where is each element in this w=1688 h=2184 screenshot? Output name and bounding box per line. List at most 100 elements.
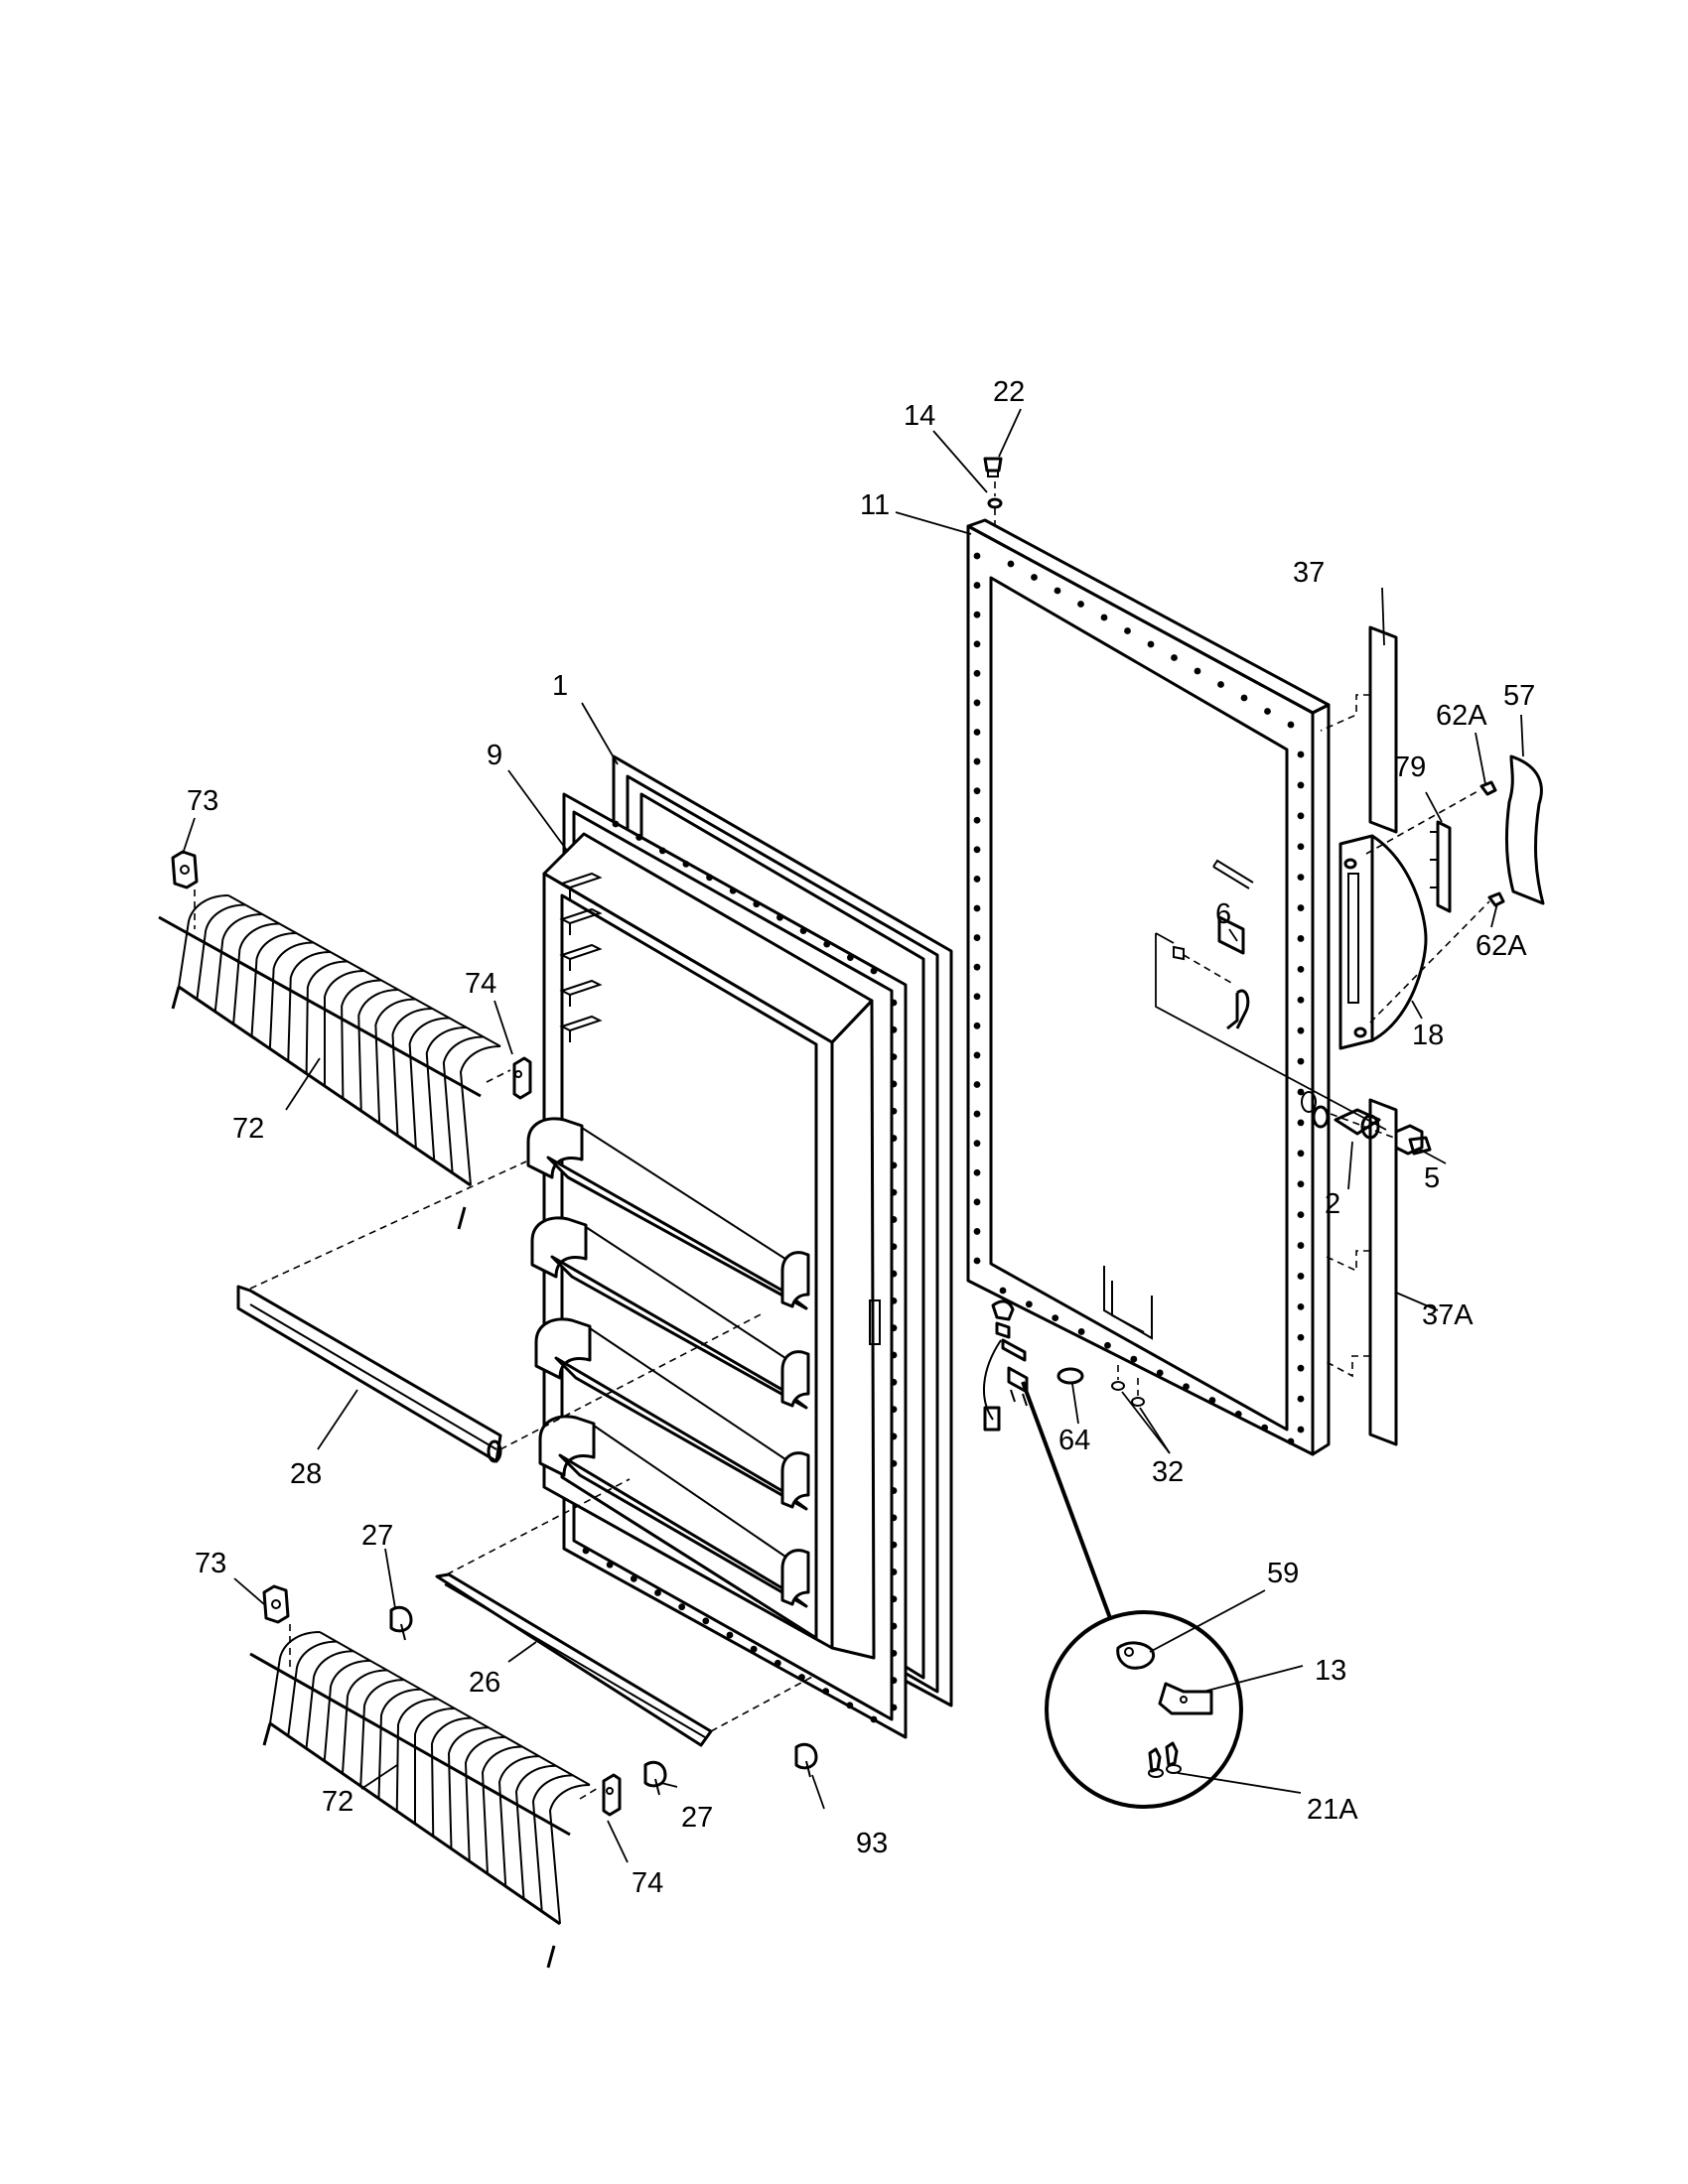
screw-hole bbox=[973, 934, 981, 941]
screw-hole bbox=[973, 611, 981, 618]
basket-wire bbox=[481, 1745, 523, 1874]
screw-hole bbox=[706, 874, 713, 882]
callout-32: 32 bbox=[1152, 1456, 1184, 1488]
screw-hole bbox=[1297, 843, 1305, 851]
door-shelves bbox=[526, 1117, 810, 1608]
screw-hole bbox=[1217, 681, 1224, 688]
screw-hole bbox=[973, 729, 981, 736]
screw-hole bbox=[973, 1081, 981, 1088]
screw-hole bbox=[890, 1541, 898, 1549]
screw-hole bbox=[1297, 996, 1305, 1004]
callout-37a: 37A bbox=[1422, 1299, 1474, 1331]
screw-hole bbox=[1297, 965, 1305, 973]
callout-26: 26 bbox=[469, 1667, 500, 1699]
door-shelf bbox=[526, 1117, 810, 1310]
callout-74-lower: 74 bbox=[632, 1867, 663, 1899]
screw-hole bbox=[973, 1051, 981, 1059]
basket-wire bbox=[341, 979, 382, 1099]
basket-wire bbox=[268, 941, 314, 1049]
screw-hole bbox=[1261, 1424, 1269, 1432]
screw-hole bbox=[678, 1603, 686, 1611]
basket-wire bbox=[377, 1688, 422, 1799]
screw-hole bbox=[973, 1022, 981, 1029]
screw-hole bbox=[846, 1702, 854, 1709]
screw-hole bbox=[1297, 1333, 1305, 1341]
callout-9: 9 bbox=[487, 740, 502, 771]
callout-2: 2 bbox=[1325, 1188, 1340, 1220]
lower-basket-assembly bbox=[249, 1584, 622, 1969]
screw-hole bbox=[1130, 1355, 1138, 1363]
screw-hole bbox=[1297, 1302, 1305, 1310]
screw-hole bbox=[822, 1688, 830, 1696]
screw-hole bbox=[1052, 1314, 1059, 1322]
rib-clip bbox=[559, 943, 603, 971]
screw-hole bbox=[1297, 812, 1305, 820]
screw-hole bbox=[1208, 1397, 1216, 1404]
callout-72-lower: 72 bbox=[322, 1786, 353, 1818]
screw-hole bbox=[1234, 1410, 1242, 1418]
screw-hole bbox=[1297, 1180, 1305, 1188]
basket-wire bbox=[178, 894, 229, 988]
callout-1: 1 bbox=[552, 670, 568, 702]
screw-hole bbox=[1194, 667, 1201, 675]
screw-hole bbox=[1297, 1273, 1305, 1280]
screw-hole bbox=[753, 900, 761, 908]
handle-trim-strips bbox=[1320, 625, 1545, 1446]
screw-hole bbox=[658, 847, 666, 855]
basket-wire bbox=[548, 1784, 591, 1925]
screw-hole bbox=[1297, 1026, 1305, 1034]
basket-wire bbox=[374, 998, 416, 1124]
callout-59: 59 bbox=[1267, 1558, 1299, 1589]
callout-leaders bbox=[182, 408, 1524, 1863]
screw-hole bbox=[1297, 935, 1305, 942]
outer-panel-screw-holes bbox=[973, 552, 1305, 1445]
basket-wire bbox=[425, 1026, 467, 1161]
basket-wire bbox=[408, 1017, 450, 1149]
callout-21a: 21A bbox=[1307, 1794, 1358, 1826]
screw-hole bbox=[1007, 560, 1015, 568]
screw-hole bbox=[973, 1257, 981, 1265]
callout-18: 18 bbox=[1412, 1020, 1444, 1051]
screw-hole bbox=[1297, 1088, 1305, 1096]
screw-hole bbox=[1077, 1328, 1085, 1335]
basket-wire bbox=[250, 932, 297, 1037]
screw-hole bbox=[1297, 1057, 1305, 1065]
rib-clip bbox=[559, 872, 603, 899]
callout-62a-bottom: 62A bbox=[1476, 930, 1527, 962]
top-hinge-pin-assembly bbox=[983, 457, 1003, 524]
screw-hole bbox=[890, 1270, 898, 1278]
liner-screw-holes bbox=[582, 820, 898, 1723]
screw-hole bbox=[1240, 694, 1248, 702]
screw-hole bbox=[973, 757, 981, 765]
screw-hole bbox=[890, 1677, 898, 1685]
basket-wire bbox=[430, 1716, 473, 1837]
screw-hole bbox=[654, 1589, 661, 1596]
screw-hole bbox=[890, 1459, 898, 1467]
basket-wire bbox=[497, 1755, 540, 1887]
screw-hole bbox=[1025, 1300, 1033, 1308]
screw-hole bbox=[890, 1595, 898, 1603]
lower-wire-basket bbox=[249, 1631, 591, 1969]
basket-wire bbox=[414, 1707, 456, 1824]
callout-57: 57 bbox=[1503, 680, 1535, 712]
basket-wire bbox=[442, 1035, 484, 1173]
screw-hole bbox=[1104, 1341, 1111, 1349]
screw-hole bbox=[973, 669, 981, 677]
screw-hole bbox=[973, 1198, 981, 1206]
screw-hole bbox=[973, 787, 981, 795]
screw-hole bbox=[1124, 627, 1131, 634]
screw-hole bbox=[1147, 640, 1155, 648]
basket-wire bbox=[359, 1679, 405, 1787]
screw-hole bbox=[1297, 1242, 1305, 1249]
basket-wire bbox=[269, 1631, 321, 1724]
screw-hole bbox=[1297, 874, 1305, 882]
basket-wire bbox=[395, 1698, 439, 1812]
callout-73-lower: 73 bbox=[195, 1548, 226, 1579]
screw-hole bbox=[750, 1645, 758, 1653]
screw-hole bbox=[823, 940, 831, 948]
outer-door-panel bbox=[966, 518, 1331, 1456]
callout-93: 93 bbox=[856, 1828, 888, 1859]
screw-hole bbox=[1264, 708, 1271, 715]
screw-hole bbox=[973, 552, 981, 560]
